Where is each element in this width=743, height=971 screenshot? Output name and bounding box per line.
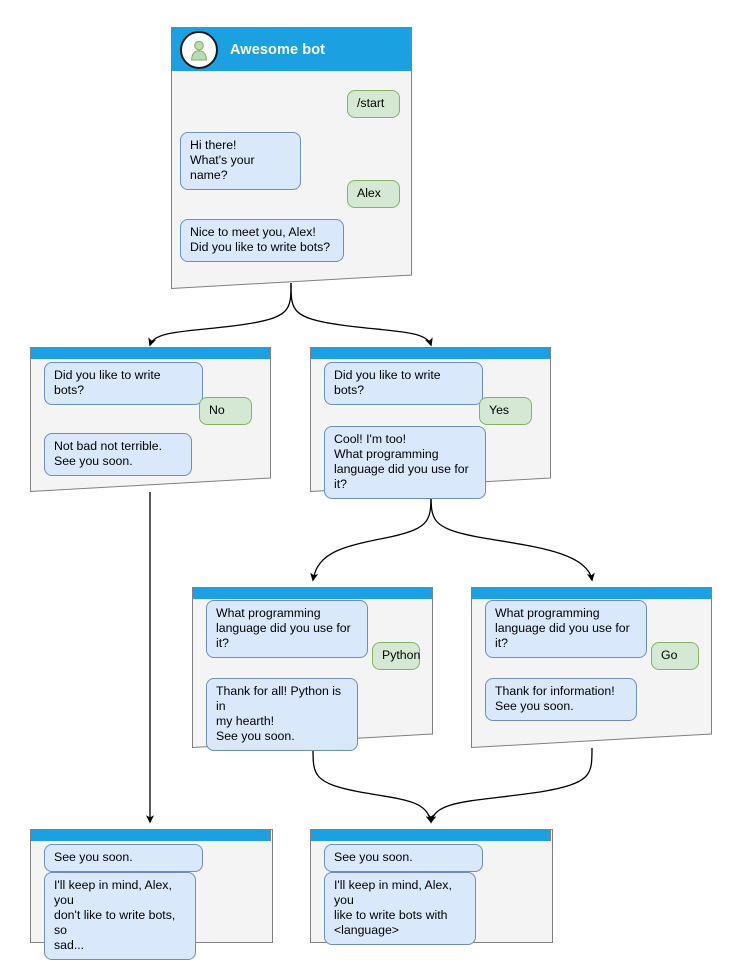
message-bot-see-you-soon-happy: See you soon. [324, 844, 483, 872]
message-user-no: No [199, 397, 252, 425]
message-bot-see-you-soon-sad: See you soon. [44, 844, 203, 872]
card-yes-branch-header [310, 347, 551, 359]
card-end-sad[interactable]: See you soon. I'll keep in mind, Alex, y… [30, 829, 273, 960]
card-root[interactable]: Awesome bot /start Hi there! What's your… [171, 27, 412, 289]
card-go-branch-header [471, 587, 712, 599]
message-bot-keep-in-mind-happy: I'll keep in mind, Alex, you like to wri… [324, 872, 476, 945]
message-user-start: /start [347, 90, 400, 118]
message-user-go: Go [651, 642, 699, 670]
card-end-happy[interactable]: See you soon. I'll keep in mind, Alex, y… [310, 829, 553, 945]
message-bot-ask-bots: Nice to meet you, Alex! Did you like to … [180, 219, 344, 262]
card-no-branch-header [30, 347, 271, 359]
card-yes-branch[interactable]: Did you like to write bots? Yes Cool! I'… [310, 347, 551, 499]
edge-yes-to-python [310, 491, 432, 582]
message-bot-cool-ask-language: Cool! I'm too! What programming language… [324, 426, 486, 499]
bot-title: Awesome bot [230, 41, 326, 58]
card-no-branch[interactable]: Did you like to write bots? No Not bad n… [30, 347, 271, 492]
edge-root-to-yes [290, 282, 433, 347]
card-end-happy-header [310, 829, 551, 841]
edge-go-to-end-happy [428, 747, 593, 824]
message-bot-ask-language-python: What programming language did you use fo… [206, 600, 368, 658]
message-bot-ask-bots-yes: Did you like to write bots? [324, 362, 483, 405]
person-avatar-icon [180, 30, 218, 69]
message-bot-thank-info: Thank for information! See you soon. [485, 678, 637, 721]
card-python-branch[interactable]: What programming language did you use fo… [192, 587, 433, 751]
card-go-branch[interactable]: What programming language did you use fo… [471, 587, 712, 748]
message-bot-keep-in-mind-sad: I'll keep in mind, Alex, you don't like … [44, 872, 196, 960]
message-user-python: Python [372, 642, 420, 670]
message-bot-not-bad: Not bad not terrible. See you soon. [44, 433, 192, 476]
message-user-name: Alex [347, 180, 400, 208]
message-user-yes: Yes [479, 397, 532, 425]
message-bot-ask-language-go: What programming language did you use fo… [485, 600, 647, 658]
card-end-sad-header [30, 829, 271, 841]
card-python-branch-header [192, 587, 433, 599]
message-bot-ask-bots-no: Did you like to write bots? [44, 362, 203, 405]
edge-yes-to-go [430, 491, 595, 582]
message-bot-thank-python: Thank for all! Python is in my hearth! S… [206, 678, 358, 751]
message-bot-greeting: Hi there! What's your name? [180, 132, 301, 190]
edge-root-to-no [148, 282, 292, 347]
edge-python-to-end-happy [312, 747, 434, 824]
card-root-header: Awesome bot [171, 27, 412, 71]
